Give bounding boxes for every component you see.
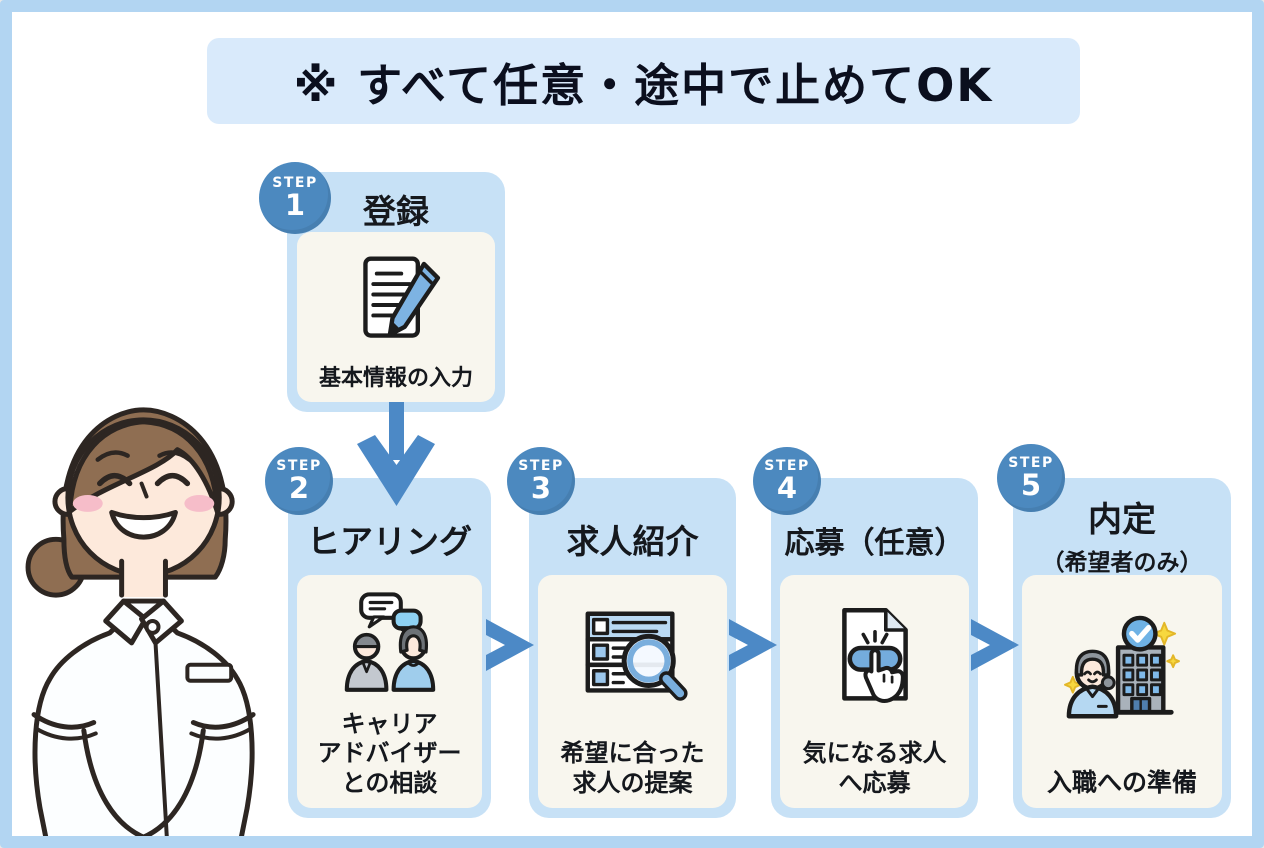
step-panel-2: キャリア アドバイザー との相談: [297, 575, 482, 808]
step-caption-1: 基本情報の入力: [318, 365, 473, 391]
step-panel-3: 希望に合った 求人の提案: [538, 575, 727, 808]
down-arrow-icon: [357, 402, 435, 506]
notice-banner: ※ すべて任意・途中で止めてOK: [207, 38, 1080, 124]
apply-click-icon: [780, 575, 969, 738]
step-panel-4: 気になる求人 へ応募: [780, 575, 969, 808]
step-caption-3: 希望に合った 求人の提案: [560, 739, 705, 797]
step-panel-5: 入職への準備: [1022, 575, 1222, 808]
step-caption-2: キャリア アドバイザー との相談: [317, 710, 462, 797]
job-search-icon: [538, 575, 727, 738]
chevron-right-icon: [486, 619, 534, 671]
step-title-1: 登録: [363, 192, 429, 231]
step-card-3: 求人紹介: [529, 478, 736, 818]
career-consultation-icon: [297, 575, 482, 710]
step-card-4: 応募（任意） 気に: [771, 478, 978, 818]
step-title-2: ヒアリング: [307, 522, 472, 561]
step-title-5: 内定: [1088, 500, 1156, 540]
step-caption-5: 入職への準備: [1046, 767, 1197, 797]
step-card-1: 登録 基本情報の入: [287, 172, 505, 412]
step-badge-3: STEP 3: [507, 447, 575, 515]
step-badge-5: STEP 5: [997, 444, 1065, 512]
step-badge-4: STEP 4: [753, 447, 821, 515]
registration-document-icon: [297, 232, 495, 365]
notice-banner-text: ※ すべて任意・途中で止めてOK: [293, 58, 994, 112]
step-badge-1: STEP 1: [259, 162, 331, 234]
step-badge-2: STEP 2: [265, 447, 333, 515]
step-card-5: 内定 （希望者のみ）: [1013, 478, 1231, 818]
step-card-2: ヒアリング: [288, 478, 491, 818]
nurse-illustration: [25, 407, 256, 836]
offer-building-icon: [1022, 575, 1222, 767]
chevron-right-icon: [729, 619, 777, 671]
step-subtitle-5: （希望者のみ）: [1041, 550, 1203, 576]
chevron-right-icon: [971, 619, 1019, 671]
step-caption-4: 気になる求人 へ応募: [802, 739, 947, 797]
step-panel-1: 基本情報の入力: [297, 232, 495, 402]
step-title-3: 求人紹介: [566, 522, 699, 561]
step-title-4: 応募（任意）: [784, 526, 965, 561]
